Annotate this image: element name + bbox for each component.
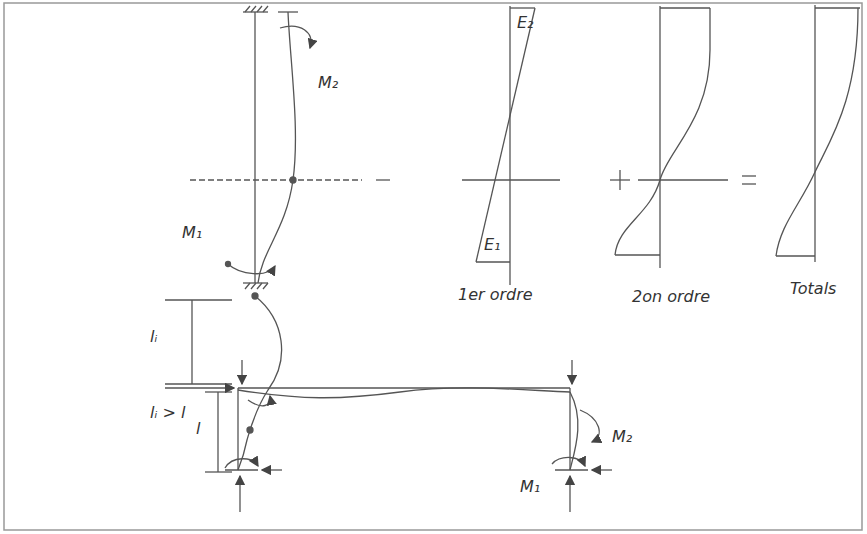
moment-label: M₂: [318, 74, 338, 92]
column-sketch: [190, 5, 860, 289]
stress-label: E₂: [517, 14, 534, 32]
moment-label: M₁: [182, 224, 202, 242]
length-label: lᵢ > l: [150, 404, 185, 422]
moment-label: M₂: [612, 428, 632, 446]
diagram-caption: 2on ordre: [632, 288, 710, 306]
image-frame: [4, 3, 862, 530]
moment-label: M₁: [520, 478, 540, 496]
stress-label: E₁: [484, 236, 501, 254]
diagram-caption: 1er ordre: [458, 286, 533, 304]
frame-sketch: [165, 293, 612, 512]
diagram-caption: Totals: [790, 280, 836, 298]
length-label: l: [196, 420, 200, 438]
length-label: lᵢ: [150, 328, 157, 346]
